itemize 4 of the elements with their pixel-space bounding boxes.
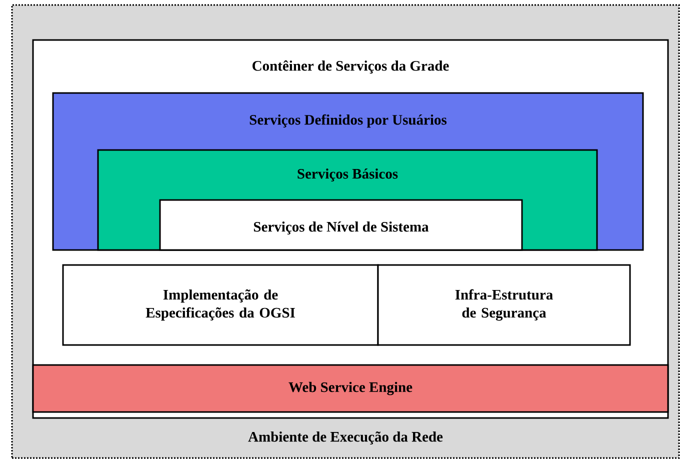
engine-bar: Web Service Engine xyxy=(32,364,669,413)
system-services-box: Serviços de Nível de Sistema xyxy=(159,199,523,251)
ogsi-box: Implementação de Especificações da OGSI xyxy=(62,264,379,346)
security-box: Infra-Estrutura de Segurança xyxy=(377,264,631,346)
